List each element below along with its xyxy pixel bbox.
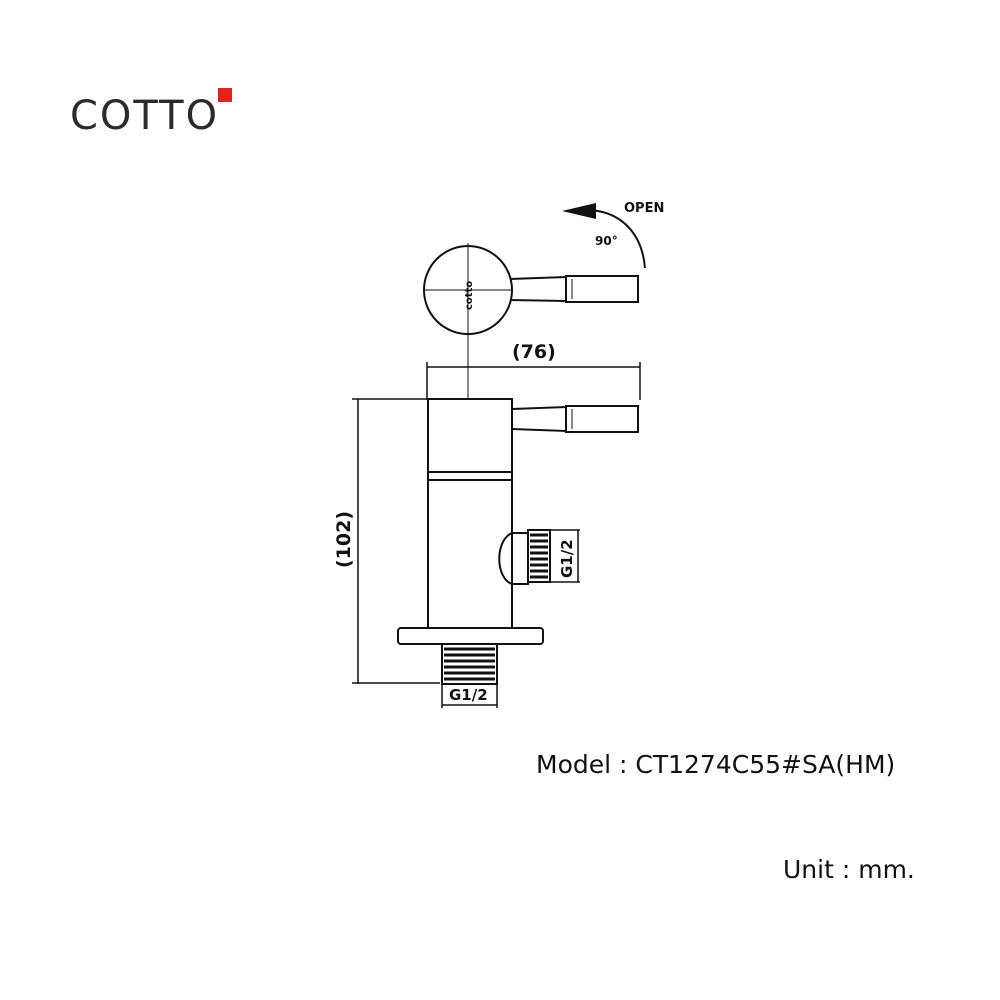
- brand-logo: COTTO: [70, 88, 270, 148]
- inlet-thread-dimension: [441, 684, 498, 708]
- handle-grip-top: [565, 275, 639, 303]
- outlet-bulge: [498, 532, 529, 585]
- model-info: Model : CT1274C55#SA(HM): [536, 750, 895, 779]
- handle-lever-front: [511, 405, 567, 433]
- height-dimension-label: (102): [333, 511, 355, 568]
- unit-info: Unit : mm.: [783, 855, 915, 884]
- rotation-arrow-icon: [562, 203, 596, 219]
- handle-brand-text: cotto: [464, 281, 475, 310]
- outlet-thread: [527, 529, 551, 583]
- outlet-thread-dimension: [550, 529, 580, 583]
- width-dimension-label: (76): [512, 341, 556, 363]
- model-value: CT1274C55#SA(HM): [635, 750, 896, 779]
- unit-value: mm.: [858, 855, 915, 884]
- outlet-thread-hatch: [530, 533, 548, 579]
- brand-logo-square: [218, 88, 232, 102]
- unit-label: Unit :: [783, 855, 851, 884]
- model-label: Model :: [536, 750, 628, 779]
- top-view: [423, 203, 646, 400]
- inlet-thread-hatch: [444, 647, 495, 681]
- height-dimension: [352, 398, 440, 684]
- brand-logo-text: COTTO: [70, 93, 220, 139]
- outlet-thread-label: G1/2: [558, 539, 576, 578]
- handle-grip-front: [565, 405, 639, 433]
- width-dimension: [426, 362, 641, 400]
- handle-lever-top: [509, 275, 567, 303]
- base-flange: [397, 627, 544, 645]
- inlet-thread-label: G1/2: [449, 686, 488, 704]
- open-label: OPEN: [624, 201, 664, 216]
- inlet-thread: [441, 643, 498, 685]
- angle-label: 90°: [595, 234, 618, 248]
- valve-body-outline: [427, 398, 513, 629]
- rotation-arc: [589, 209, 646, 269]
- valve-body: [397, 398, 639, 685]
